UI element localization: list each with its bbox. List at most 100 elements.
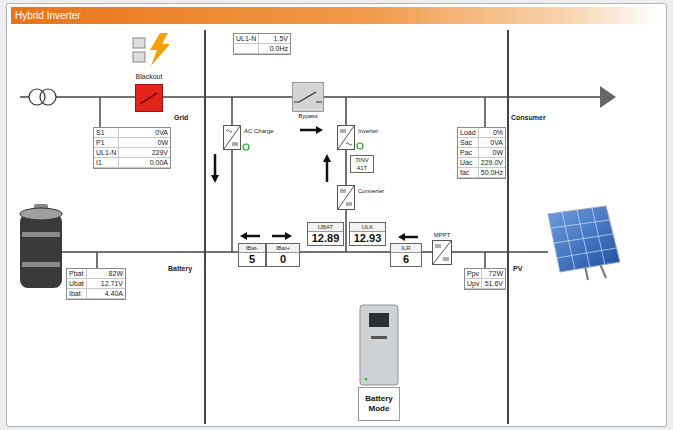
reading-name: Upv bbox=[465, 279, 482, 289]
title-bar: Hybrid Inverter bbox=[11, 7, 662, 24]
converter-outline bbox=[338, 186, 355, 210]
empty-cell bbox=[234, 44, 259, 54]
reading-value: 229.0V bbox=[479, 158, 505, 168]
panel-surface bbox=[548, 206, 620, 272]
voltage-box: UBAT12.89 bbox=[307, 222, 344, 246]
device-body bbox=[360, 305, 398, 385]
reading-value: 12.71V bbox=[87, 279, 125, 289]
converter-diagonal bbox=[433, 241, 451, 264]
reading-name: Load bbox=[458, 128, 479, 138]
reading-value: 0.0Hz bbox=[259, 44, 290, 54]
section-label-text: Consumer bbox=[511, 113, 546, 122]
connector-wire bbox=[422, 251, 432, 253]
wire bbox=[345, 210, 347, 252]
battery-band bbox=[22, 232, 60, 237]
wire bbox=[96, 252, 98, 268]
value-header: ILR bbox=[391, 244, 421, 253]
device-screen bbox=[369, 313, 389, 327]
converter-diagonal bbox=[224, 126, 240, 149]
current-box: IBat+0 bbox=[266, 243, 300, 267]
reading-value: 0VA bbox=[479, 138, 505, 148]
reading-name: Ibat bbox=[67, 289, 87, 299]
breaker-blade bbox=[140, 93, 157, 104]
wires bbox=[20, 30, 602, 424]
current-box: IBat-5 bbox=[238, 243, 266, 267]
grid-voltage-table: UL1-N1.5V0.0Hz bbox=[233, 33, 291, 55]
wire bbox=[300, 251, 390, 253]
title-text: Hybrid Inverter bbox=[11, 7, 662, 24]
device-led bbox=[364, 377, 367, 380]
bus-bar bbox=[507, 30, 509, 424]
dc-mark bbox=[435, 247, 441, 248]
wire bbox=[99, 97, 101, 127]
mode-text: Battery Mode bbox=[361, 394, 397, 414]
panel-grid-line bbox=[592, 208, 605, 265]
ac-mark bbox=[346, 143, 352, 146]
arrow-head bbox=[323, 154, 331, 162]
lightning-icon bbox=[150, 33, 170, 66]
battery-band bbox=[22, 262, 60, 267]
section-label: Battery bbox=[168, 264, 192, 273]
dc-mark bbox=[340, 192, 346, 193]
battery-illustration bbox=[20, 204, 62, 288]
dc-mark bbox=[346, 203, 352, 204]
status-icon bbox=[133, 38, 145, 48]
transformer-symbol bbox=[29, 89, 56, 105]
value-number: 12.93 bbox=[350, 232, 385, 245]
reading-value: 50.0Hz bbox=[479, 168, 505, 178]
temperature-box: TINV41T bbox=[350, 155, 374, 173]
voltage-box: ULK12.93 bbox=[349, 222, 386, 246]
block-name: Bypass bbox=[292, 112, 324, 120]
reading-value: 0W bbox=[479, 148, 505, 158]
switch-lead bbox=[316, 102, 322, 103]
value-header: IBat- bbox=[239, 244, 265, 253]
temperature-text: TINV bbox=[351, 156, 373, 164]
panel-grid-line bbox=[562, 212, 575, 270]
value-number: 6 bbox=[391, 253, 421, 266]
section-label: Consumer bbox=[511, 113, 546, 122]
converter-symbol bbox=[337, 185, 355, 210]
switch-lead bbox=[294, 102, 299, 103]
wire bbox=[62, 251, 238, 253]
value-number: 5 bbox=[239, 253, 265, 266]
reading-name: P1 bbox=[94, 138, 119, 148]
flow-arrows bbox=[211, 126, 418, 241]
battery-top bbox=[20, 208, 62, 220]
dc-mark bbox=[232, 143, 238, 144]
current-box: ILR6 bbox=[390, 243, 422, 267]
battery-body bbox=[20, 214, 62, 288]
converter-diagonal bbox=[338, 186, 354, 209]
value-header: ULK bbox=[350, 223, 385, 232]
breaker-symbol bbox=[136, 85, 162, 111]
reading-name: fac bbox=[458, 168, 479, 178]
wire bbox=[20, 96, 29, 98]
panel-grid-line bbox=[577, 210, 590, 268]
reading-value: 0% bbox=[479, 128, 505, 138]
block-name: Converter bbox=[358, 185, 384, 195]
flow-arrow bbox=[246, 235, 260, 238]
reading-name: UL1-N bbox=[94, 148, 119, 158]
reading-value: 51.6V bbox=[482, 279, 505, 289]
dc-mark bbox=[340, 132, 346, 133]
transformer-coil bbox=[40, 89, 56, 105]
arrow-head bbox=[316, 126, 323, 134]
reading-value: 0W bbox=[119, 138, 170, 148]
dc-mark bbox=[443, 260, 449, 261]
battery-readout-table: Pbat82WUbat12.71VIbat4.40A bbox=[66, 268, 126, 300]
reading-name: Pbat bbox=[67, 269, 87, 279]
value-number: 12.89 bbox=[308, 232, 343, 245]
arrow-head bbox=[285, 232, 292, 240]
dc-mark bbox=[232, 145, 238, 146]
converter-diagonal bbox=[338, 126, 354, 149]
converter-symbol bbox=[337, 125, 355, 150]
inverter-block: Inverter bbox=[337, 125, 378, 150]
arrow-head bbox=[240, 232, 247, 240]
dc-mark bbox=[435, 245, 441, 246]
pv-readout-table: Ppv72WUpv51.6V bbox=[464, 268, 506, 290]
flow-arrow bbox=[404, 236, 418, 239]
status-led bbox=[243, 144, 249, 150]
converter-symbol bbox=[223, 125, 241, 150]
mppt-converter: MPPT bbox=[432, 231, 452, 265]
flow-arrow bbox=[272, 235, 286, 238]
